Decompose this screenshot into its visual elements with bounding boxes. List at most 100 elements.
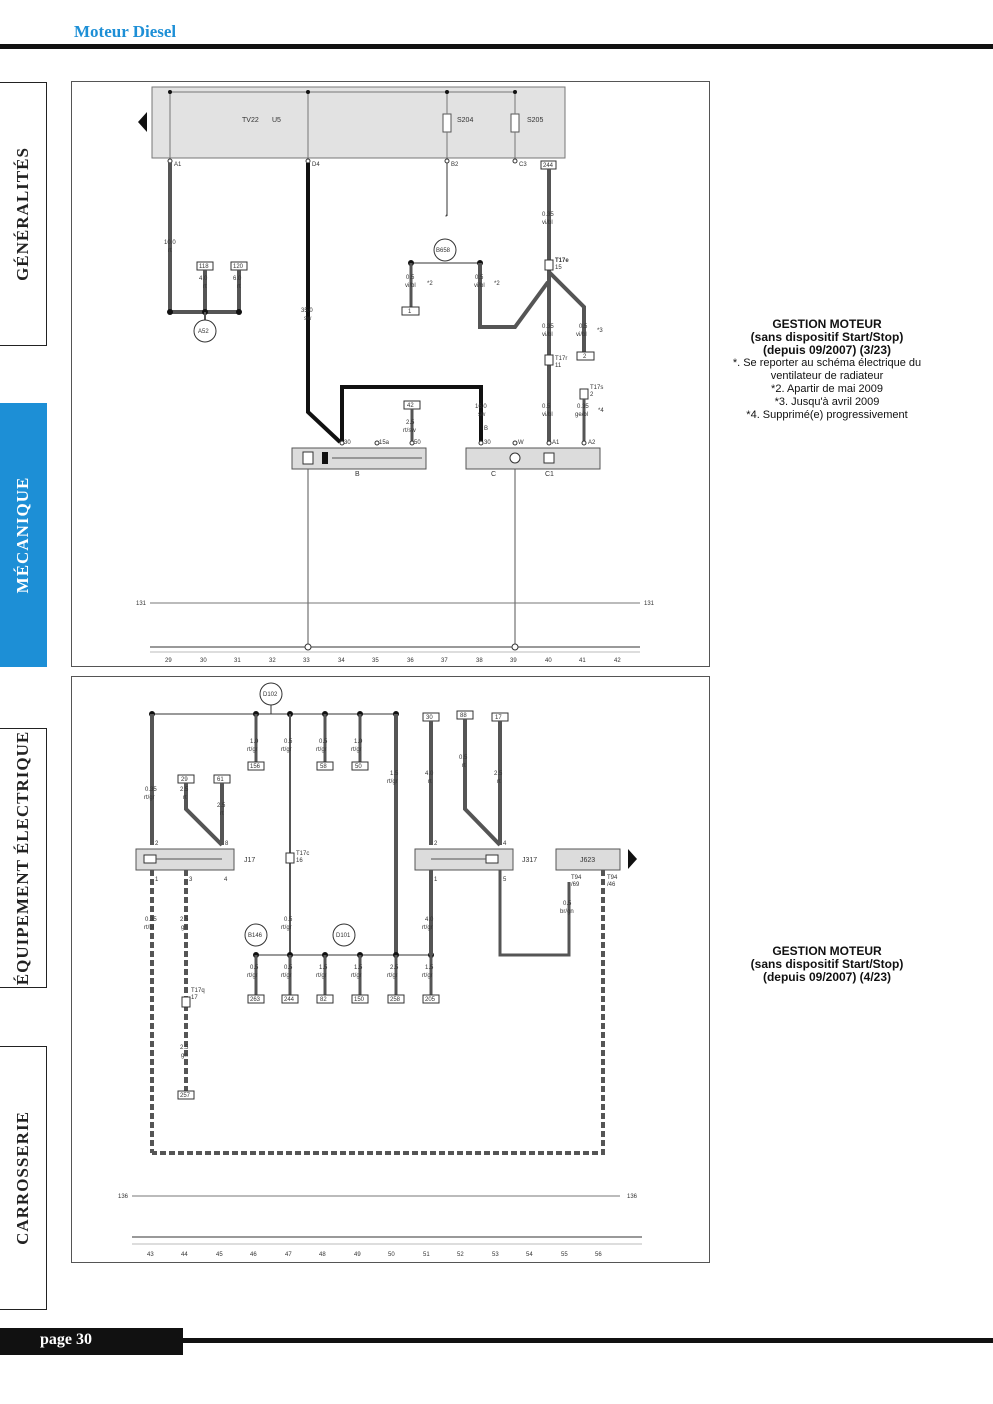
- svg-text:55: 55: [561, 1252, 568, 1258]
- svg-text:29: 29: [165, 658, 172, 664]
- wire-label: 1.0: [354, 739, 363, 745]
- svg-text:40: 40: [545, 658, 552, 664]
- tab-label: GÉNÉRALITÉS: [13, 147, 32, 281]
- pin: 2: [155, 841, 159, 847]
- wire-color: rt/gr: [351, 747, 362, 753]
- wire-label: 0.5: [284, 965, 293, 971]
- ref-61: 61: [217, 777, 224, 783]
- tab-equipement-electrique[interactable]: ÉQUIPEMENT ÉLECTRIQUE: [0, 728, 47, 988]
- ref-150: 150: [354, 997, 365, 1003]
- tab-carrosserie[interactable]: CARROSSERIE: [0, 1046, 47, 1310]
- wire-label: 35.0: [301, 308, 313, 314]
- ref-82: 82: [320, 997, 327, 1003]
- wire-color: rt/gr: [316, 973, 327, 979]
- connector-pin: /69: [571, 882, 580, 888]
- ref-1: 1: [408, 309, 412, 315]
- component-label-j317: J317: [522, 857, 537, 864]
- svg-text:37: 37: [441, 658, 448, 664]
- component-label-j623: J623: [580, 857, 595, 864]
- pin-c3: C3: [519, 162, 527, 168]
- component-label-j17: J17: [244, 857, 255, 864]
- pin-15a: 15a: [379, 440, 390, 446]
- footer-page-box: [0, 1328, 183, 1355]
- wire-label: 4.0: [425, 771, 434, 777]
- pin: 5: [503, 877, 507, 883]
- note: *2: [427, 281, 433, 287]
- wire-color: rt/gr: [144, 795, 155, 801]
- svg-text:31: 31: [234, 658, 241, 664]
- ecu-j623: [555, 848, 621, 871]
- component-c-alternator: [465, 447, 601, 470]
- wire-color: rt: [237, 284, 241, 290]
- wire-label: 0.35: [577, 404, 589, 410]
- pin: 1: [155, 877, 159, 883]
- wire-color: rt/gr: [387, 973, 398, 979]
- wire-color: rt/sw: [403, 428, 416, 434]
- label-s204: S204: [457, 117, 473, 124]
- svg-text:42: 42: [614, 658, 621, 664]
- caption-subtitle: (sans dispositif Start/Stop): [750, 957, 904, 971]
- wire-color: vi/bl: [474, 283, 485, 289]
- ref-17: 17: [495, 715, 502, 721]
- pin: 4: [224, 877, 228, 883]
- wire-color: rt/gr: [351, 973, 362, 979]
- tab-mecanique[interactable]: MÉCANIQUE: [0, 403, 47, 667]
- pin: 1: [434, 877, 438, 883]
- fuse-icon: [510, 113, 520, 133]
- connector-t17r: T17r: [555, 356, 567, 362]
- svg-text:35: 35: [372, 658, 379, 664]
- svg-text:47: 47: [285, 1252, 292, 1258]
- wire-color: rt: [203, 284, 207, 290]
- connector-t17e: T17e: [555, 258, 569, 264]
- ground-label: 136: [627, 1194, 638, 1200]
- connector-pin: 15: [555, 265, 562, 271]
- wire-label: 0.5: [319, 739, 328, 745]
- svg-text:34: 34: [338, 658, 345, 664]
- svg-text:46: 46: [250, 1252, 257, 1258]
- wire-label: 0.5: [250, 965, 259, 971]
- relay-coil-icon: [143, 854, 157, 864]
- axis-numbers: 43 44 45 46 47 48 49 50 51 52 53 54 55 5…: [147, 1252, 602, 1258]
- connector-pin: 11: [555, 363, 562, 369]
- document-title: Moteur Diesel: [74, 22, 177, 41]
- ref-120: 120: [233, 264, 244, 270]
- wire-color: rt/gr: [281, 925, 292, 931]
- svg-text:52: 52: [457, 1252, 464, 1258]
- caption-note: *2. Apartir de mai 2009: [771, 383, 883, 395]
- wire-label: 0.5: [542, 404, 551, 410]
- wire-color: rt/gr: [422, 925, 433, 931]
- pin-30: 30: [484, 440, 491, 446]
- wire-label: 1.5: [390, 771, 399, 777]
- wire-color: rt/gr: [281, 973, 292, 979]
- connector-t17c: T17c: [296, 851, 309, 857]
- connector-pin: 2: [590, 392, 594, 398]
- svg-text:48: 48: [319, 1252, 326, 1258]
- wire-color: sw: [304, 316, 312, 322]
- wire-color: vi/bl: [542, 332, 553, 338]
- tab-generalites[interactable]: GÉNÉRALITÉS: [0, 82, 47, 346]
- svg-text:30: 30: [200, 658, 207, 664]
- wire-label: 2.5: [217, 803, 226, 809]
- caption-diagram-4-23: GESTION MOTEUR (sans dispositif Start/St…: [718, 945, 936, 984]
- header-rule: [0, 44, 993, 49]
- pin: 8: [225, 841, 229, 847]
- wire-color: rt: [497, 779, 501, 785]
- wire-color: vi/bl: [542, 220, 553, 226]
- svg-text:51: 51: [423, 1252, 430, 1258]
- wire-color: rt: [462, 763, 466, 769]
- bottom-wires: [254, 955, 433, 995]
- svg-text:33: 33: [303, 658, 310, 664]
- connector-pin: /46: [607, 882, 616, 888]
- pin: 3: [189, 877, 193, 883]
- wire-label: 0.35: [542, 212, 554, 218]
- wire-label: 0.5: [284, 739, 293, 745]
- pin-d4: D4: [312, 162, 320, 168]
- node-b146: B146: [248, 933, 263, 939]
- connector-t94: T94: [571, 875, 582, 881]
- axis-numbers: 29 30 31 32 33 34 35 36 37 38 39 40 41 4…: [165, 658, 621, 664]
- relay-carrier-box: [151, 86, 566, 159]
- wire-label: 0.35: [542, 324, 554, 330]
- svg-text:50: 50: [388, 1252, 395, 1258]
- caption-note: *4. Supprimé(e) progressivement: [746, 409, 908, 421]
- wire-color: rt/bl: [144, 925, 154, 931]
